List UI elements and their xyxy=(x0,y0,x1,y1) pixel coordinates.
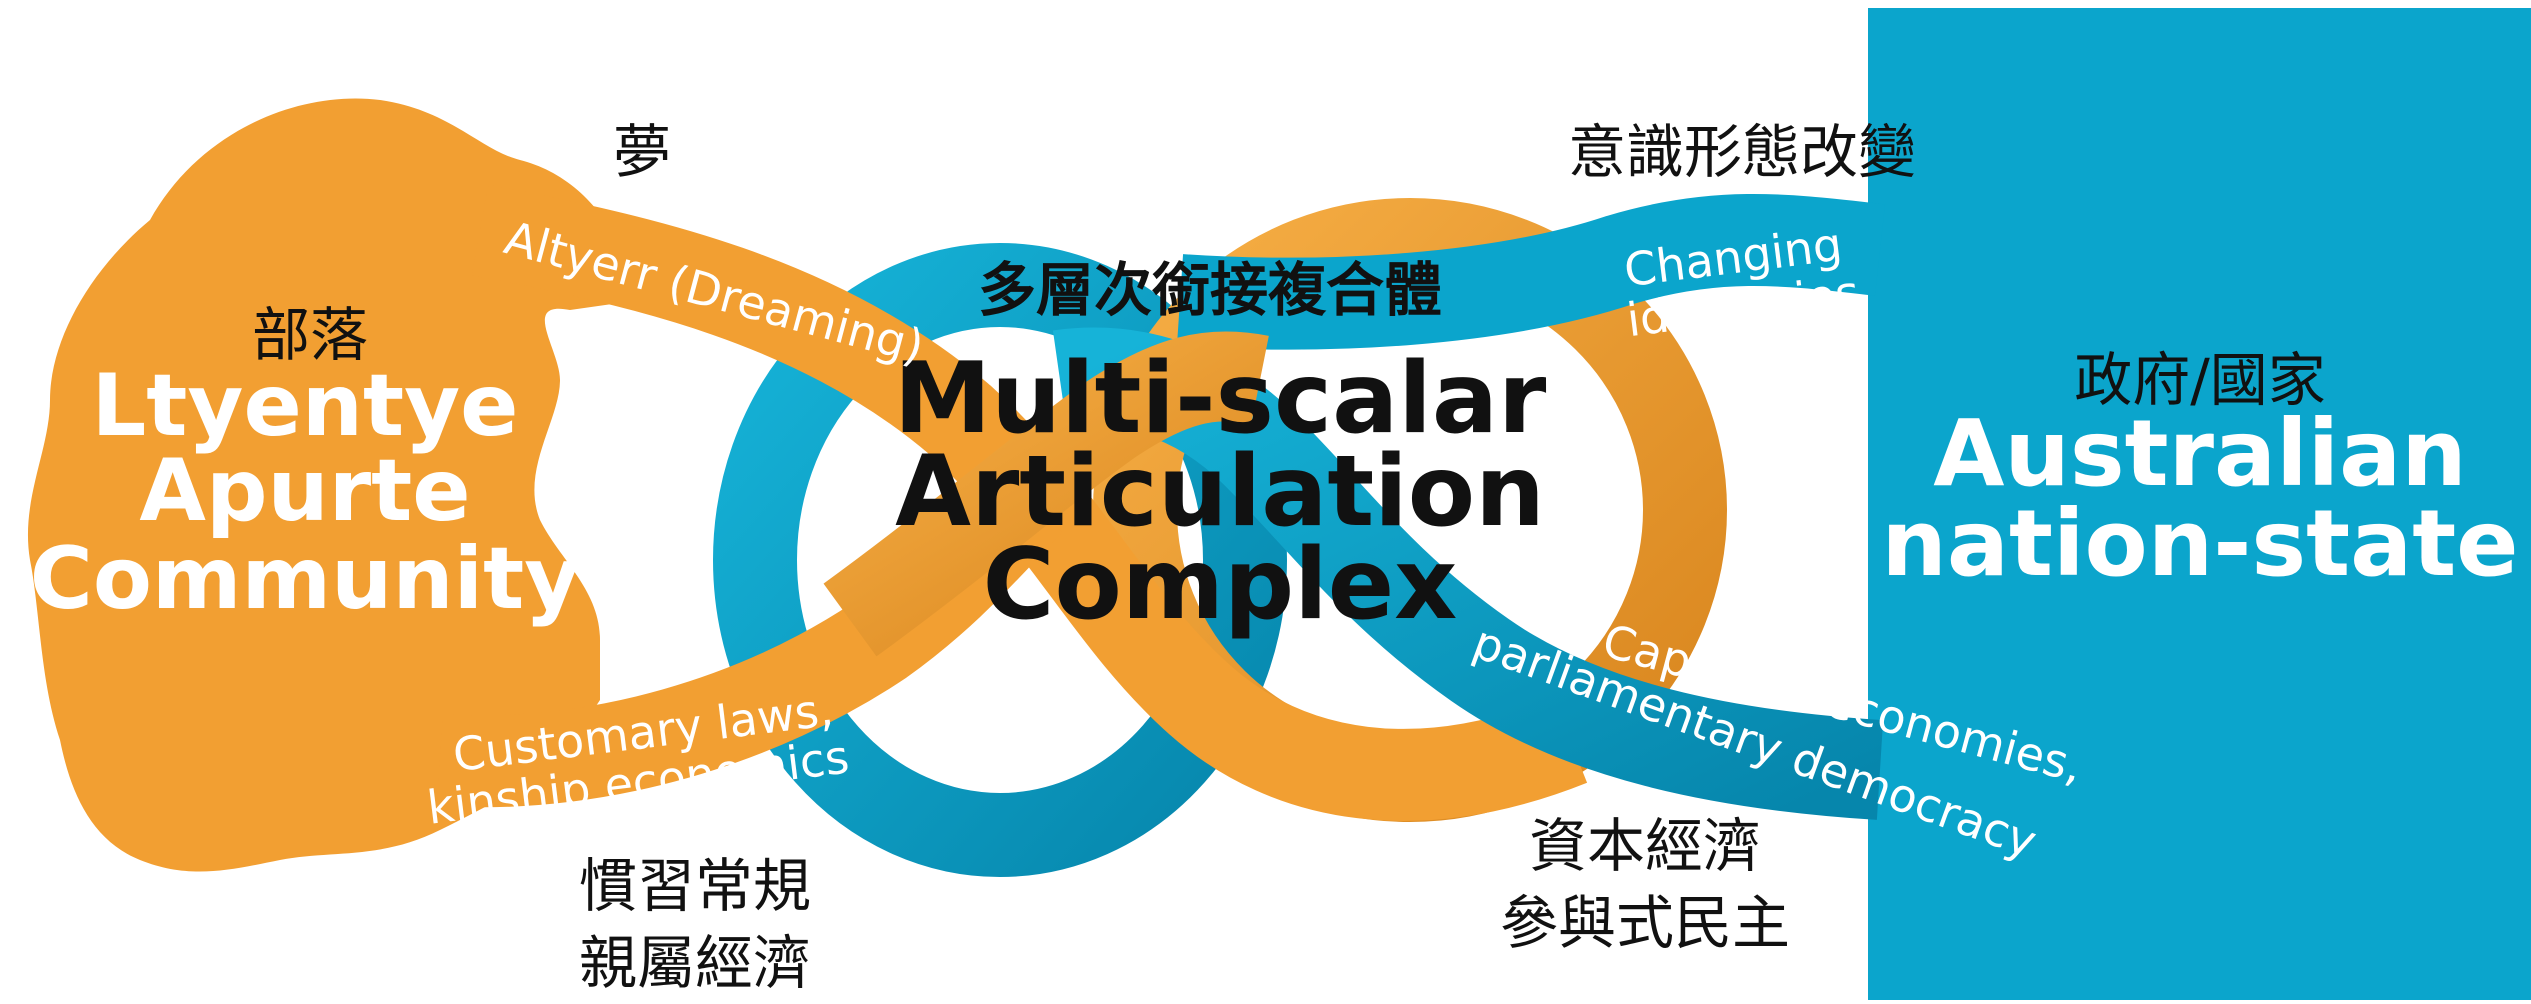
blue-left-ring xyxy=(713,243,1287,877)
center-crossing xyxy=(823,331,1269,657)
state-name-line1: Australian xyxy=(1933,400,2467,507)
center-title-line3: Complex xyxy=(983,528,1458,642)
center-title-line2: Articulation xyxy=(895,435,1545,549)
customary-zh-line1: 慣習常規 xyxy=(579,852,811,920)
community-name-line3: Community xyxy=(30,529,581,629)
state-name-line2: nation-state xyxy=(1881,490,2518,597)
customary-zh-line2: 親屬經濟 xyxy=(579,929,811,997)
community-name-line2: Apurte xyxy=(139,441,470,541)
community-name-line1: Ltyentye xyxy=(91,356,518,456)
capitalist-zh-line2: 參與式民主 xyxy=(1500,889,1790,957)
ideologies-zh: 意識形態改變 xyxy=(1568,118,1916,186)
nation-state-block xyxy=(1868,8,2531,1000)
center-zh: 多層次銜接複合體 xyxy=(978,256,1442,324)
capitalist-zh-line1: 資本經濟 xyxy=(1529,812,1761,880)
state-zh: 政府/國家 xyxy=(2074,346,2326,414)
center-title-line1: Multi-scalar xyxy=(894,342,1547,456)
ideologies-ribbon xyxy=(1176,194,1886,350)
community-blob xyxy=(27,98,641,872)
community-zh: 部落 xyxy=(252,301,368,369)
dreaming-ribbon xyxy=(471,184,1588,821)
dreaming-zh: 夢 xyxy=(613,118,671,186)
